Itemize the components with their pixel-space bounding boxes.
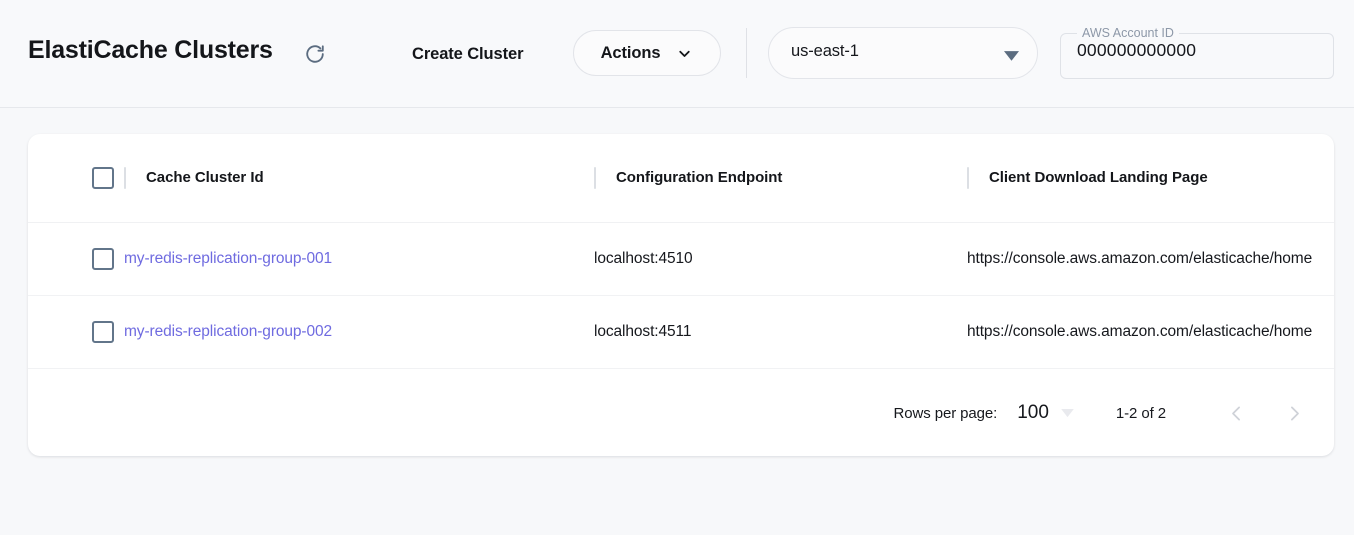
client-download-landing-page-value: https://console.aws.amazon.com/elasticac…: [967, 222, 1334, 296]
row-select-cell: [28, 295, 124, 369]
chevron-left-icon: [1231, 406, 1240, 420]
rows-per-page-select[interactable]: 100: [1017, 402, 1074, 424]
configuration-endpoint-value: localhost:4510: [594, 222, 967, 296]
create-cluster-button[interactable]: Create Cluster: [406, 41, 529, 68]
dropdown-arrow-glyph: [1004, 51, 1019, 61]
column-header-label[interactable]: Client Download Landing Page: [989, 169, 1208, 187]
aws-account-id-label: AWS Account ID: [1082, 26, 1174, 40]
chevron-right-icon: [1290, 406, 1299, 420]
row-select-cell: [28, 222, 124, 296]
rows-per-page-label: Rows per page:: [893, 404, 998, 422]
rows-per-page-value: 100: [1017, 402, 1049, 423]
refresh-icon-glyph: [306, 45, 324, 63]
page-title: ElastiCache Clusters: [28, 36, 273, 64]
column-header-client-download-landing-page: Client Download Landing Page: [967, 134, 1334, 223]
region-select-value: us-east-1: [791, 42, 859, 60]
header-divider: [746, 28, 747, 78]
chevron-down-icon: [679, 50, 691, 57]
cluster-id-link[interactable]: my-redis-replication-group-001: [124, 222, 594, 296]
top-header-bar: ElastiCache Clusters Create Cluster Acti…: [0, 0, 1354, 108]
region-select[interactable]: us-east-1: [768, 27, 1038, 79]
clusters-table: Cache Cluster Id Configuration Endpoint …: [28, 134, 1334, 369]
configuration-endpoint-value: localhost:4511: [594, 295, 967, 369]
column-header-label[interactable]: Cache Cluster Id: [146, 169, 264, 187]
row-checkbox[interactable]: [92, 247, 114, 270]
column-divider: [124, 166, 126, 189]
actions-button[interactable]: Actions: [573, 30, 721, 76]
column-header-label[interactable]: Configuration Endpoint: [616, 169, 783, 187]
select-all-checkbox[interactable]: [92, 166, 114, 189]
table-header: Cache Cluster Id Configuration Endpoint …: [28, 134, 1334, 223]
pagination-range-label: 1-2 of 2: [1115, 404, 1166, 422]
column-header-cache-cluster-id: Cache Cluster Id: [124, 134, 594, 223]
next-page-button[interactable]: [1272, 391, 1316, 435]
column-header-configuration-endpoint: Configuration Endpoint: [594, 134, 967, 223]
aws-account-id-field[interactable]: AWS Account ID 000000000000: [1060, 27, 1334, 79]
cluster-id-link[interactable]: my-redis-replication-group-002: [124, 295, 594, 369]
column-divider: [594, 166, 596, 189]
row-checkbox[interactable]: [92, 320, 114, 343]
actions-button-label: Actions: [600, 43, 661, 62]
table-row: my-redis-replication-group-001 localhost…: [28, 222, 1334, 296]
dropdown-arrow-icon: [1004, 49, 1019, 67]
table-row: my-redis-replication-group-002 localhost…: [28, 295, 1334, 369]
previous-page-button[interactable]: [1214, 391, 1258, 435]
column-divider: [967, 166, 969, 189]
table-body: my-redis-replication-group-001 localhost…: [28, 222, 1334, 369]
clusters-table-card: Cache Cluster Id Configuration Endpoint …: [28, 134, 1334, 456]
dropdown-arrow-icon: [1061, 408, 1074, 417]
aws-account-id-value: 000000000000: [1077, 40, 1197, 60]
client-download-landing-page-value: https://console.aws.amazon.com/elasticac…: [967, 295, 1334, 369]
table-pagination: Rows per page: 100 1-2 of 2: [28, 370, 1334, 456]
refresh-icon[interactable]: [300, 39, 330, 69]
select-all-cell: [28, 134, 124, 223]
table-header-row: Cache Cluster Id Configuration Endpoint …: [28, 134, 1334, 223]
